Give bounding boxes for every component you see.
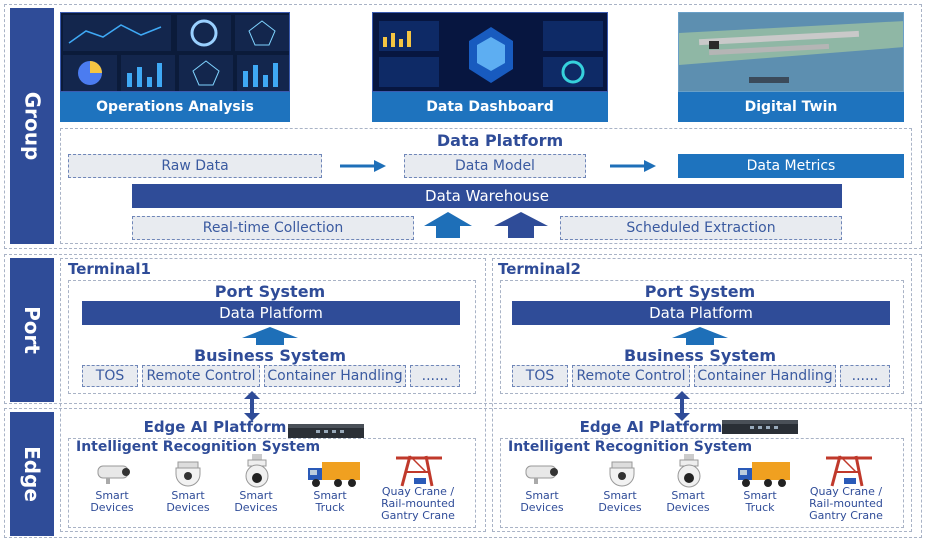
terminal2-port-system-title: Port System	[644, 282, 756, 301]
terminal2-module-tos: TOS	[512, 365, 568, 387]
terminal1-module-remote-control: Remote Control	[142, 365, 260, 387]
terminal2-edge-ai-title: Edge AI Platform	[579, 418, 723, 436]
terminal2-port-system-box	[500, 280, 904, 394]
group-layer	[4, 4, 922, 249]
crane-icon	[396, 455, 442, 487]
digital-twin-card[interactable]: Digital Twin	[678, 92, 904, 122]
data-metrics-box: Data Metrics	[678, 154, 904, 178]
bullet-camera-icon	[525, 465, 558, 484]
realtime-collection-box: Real-time Collection	[132, 216, 414, 240]
ptz-camera-icon	[677, 454, 701, 488]
bullet-camera-icon	[97, 465, 130, 484]
terminal1-data-platform-bar: Data Platform	[82, 301, 460, 325]
data-warehouse-bar: Data Warehouse	[132, 184, 842, 208]
terminal1-port-system-title: Port System	[214, 282, 326, 301]
terminal2-label: Terminal2	[498, 260, 581, 278]
operations-analysis-charts-icon	[63, 15, 289, 91]
data-dashboard-thumbnail	[372, 12, 608, 92]
terminal1-module-container-handling: Container Handling	[264, 365, 406, 387]
port-layer	[4, 254, 922, 404]
scheduled-extraction-box: Scheduled Extraction	[560, 216, 842, 240]
arrow-up-icon	[672, 327, 728, 345]
group-layer-label: Group	[10, 8, 54, 244]
edge-layer	[4, 408, 922, 538]
terminal2-data-platform-bar: Data Platform	[512, 301, 890, 325]
truck-icon	[308, 462, 360, 487]
terminal1-recognition-title: Intelligent Recognition System	[76, 439, 321, 455]
arrow-up-icon	[494, 212, 548, 238]
terminal1-module-tos: TOS	[82, 365, 138, 387]
edge-server-icon	[288, 424, 364, 438]
terminal1-box	[60, 258, 486, 532]
group-data-platform-box	[60, 128, 912, 244]
terminal2-recognition-box	[500, 438, 904, 528]
crane-icon	[826, 455, 872, 487]
terminal2-business-system-title: Business System	[623, 346, 777, 365]
bidirectional-arrow-icon	[674, 391, 690, 421]
terminal2-recognition-title: Intelligent Recognition System	[508, 439, 753, 455]
operations-analysis-thumbnail	[60, 12, 290, 92]
digital-twin-thumbnail	[678, 12, 904, 92]
terminal2-module-remote-control: Remote Control	[572, 365, 690, 387]
group-data-platform-title: Data Platform	[436, 131, 564, 150]
terminal1-business-system-title: Business System	[193, 346, 347, 365]
edge-server-icon	[722, 420, 798, 434]
dome-camera-icon	[609, 461, 635, 487]
terminal1-module-more: ......	[410, 365, 460, 387]
port-layer-label: Port	[10, 258, 54, 402]
ptz-camera-icon	[245, 454, 269, 488]
terminal1-edge-ai-title: Edge AI Platform	[143, 418, 287, 436]
terminal1-port-system-box	[68, 280, 476, 394]
data-dashboard-card[interactable]: Data Dashboard	[372, 92, 608, 122]
arrow-right-icon	[610, 160, 656, 172]
terminal2-box	[492, 258, 912, 532]
terminal2-module-container-handling: Container Handling	[694, 365, 836, 387]
data-dashboard-screen-icon	[373, 13, 607, 91]
digital-twin-port-icon	[679, 13, 903, 91]
terminal2-module-more: ......	[840, 365, 890, 387]
raw-data-box: Raw Data	[68, 154, 322, 178]
arrow-up-icon	[242, 327, 298, 345]
terminal1-recognition-box	[68, 438, 476, 528]
operations-analysis-card[interactable]: Operations Analysis	[60, 92, 290, 122]
data-model-box: Data Model	[404, 154, 586, 178]
arrow-right-icon	[340, 160, 386, 172]
arrow-up-icon	[424, 212, 472, 238]
edge-layer-label: Edge	[10, 412, 54, 536]
truck-icon	[738, 462, 790, 487]
terminal1-label: Terminal1	[68, 260, 151, 278]
dome-camera-icon	[175, 461, 201, 487]
bidirectional-arrow-icon	[244, 391, 260, 421]
